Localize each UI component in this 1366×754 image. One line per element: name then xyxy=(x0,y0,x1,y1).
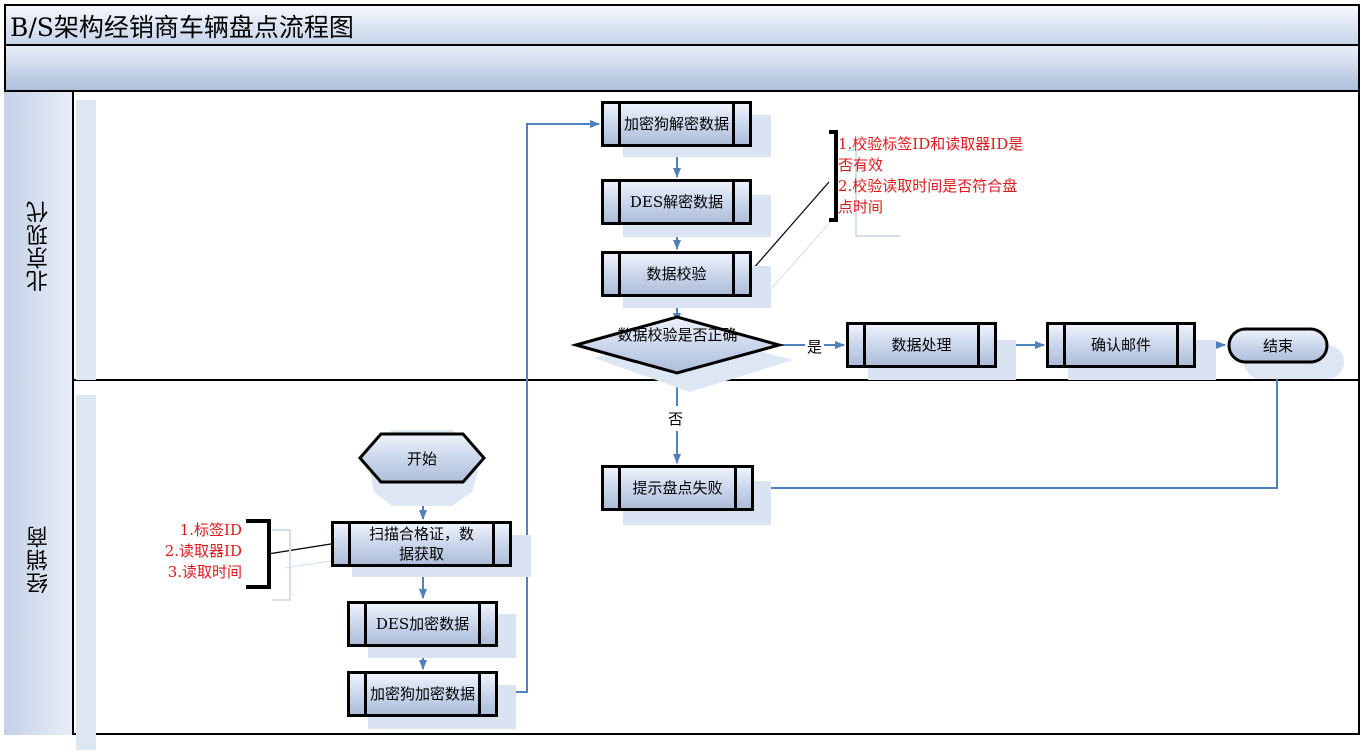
process-verify: 数据校验 xyxy=(601,251,752,297)
page-title: B/S架构经销商车辆盘点流程图 xyxy=(10,13,354,42)
process-data-label: 数据处理 xyxy=(891,336,952,354)
scan-note-line-1: 1.标签ID xyxy=(179,521,242,539)
process-des-decrypt-label: DES解密数据 xyxy=(629,193,724,211)
process-confirm-mail: 确认邮件 xyxy=(1046,322,1196,368)
decision-diamond xyxy=(570,315,785,375)
no-label: 否 xyxy=(668,406,684,431)
lane-shadow-top xyxy=(76,100,96,380)
decision-label: 数据校验是否正确 xyxy=(617,326,738,344)
start-label: 开始 xyxy=(406,450,437,468)
scan-note-bracket xyxy=(246,519,271,589)
process-dongle-decrypt: 加密狗解密数据 xyxy=(601,101,752,147)
process-fail: 提示盘点失败 xyxy=(601,465,754,511)
process-verify-label: 数据校验 xyxy=(646,265,707,283)
process-dongle-encrypt: 加密狗加密数据 xyxy=(347,671,498,717)
lane-label-bottom-bg xyxy=(4,381,74,735)
scan-note-line-2: 2.读取器ID xyxy=(164,542,242,560)
scan-note-line-3: 3.读取时间 xyxy=(167,563,242,581)
verify-note-line-1: 1.校验标签ID和读取器ID是 xyxy=(838,135,1024,153)
process-fail-label: 提示盘点失败 xyxy=(632,479,723,497)
end-label: 结束 xyxy=(1262,337,1293,355)
process-dongle-encrypt-label: 加密狗加密数据 xyxy=(370,685,476,703)
scan-note: 1.标签ID 2.读取器ID 3.读取时间 xyxy=(122,520,242,583)
verify-note: 1.校验标签ID和读取器ID是 否有效 2.校验读取时间是否符合盘 点时间 xyxy=(838,134,1023,218)
end-terminator xyxy=(1227,327,1329,364)
header-band xyxy=(4,46,1360,92)
process-des-encrypt: DES加密数据 xyxy=(347,601,498,647)
title-band xyxy=(4,4,1360,46)
process-des-decrypt: DES解密数据 xyxy=(601,179,752,225)
yes-label: 是 xyxy=(805,336,825,357)
process-data: 数据处理 xyxy=(846,322,997,368)
process-des-encrypt-label: DES加密数据 xyxy=(375,615,470,633)
verify-note-line-4: 点时间 xyxy=(838,198,884,216)
lane-label-top-bg xyxy=(4,92,74,381)
process-confirm-mail-label: 确认邮件 xyxy=(1090,336,1151,354)
leader-scan-note xyxy=(267,542,338,555)
lane-shadow-bottom xyxy=(76,395,96,750)
leader-verify-note xyxy=(751,181,830,271)
start-hexagon xyxy=(358,432,486,484)
process-dongle-decrypt-label: 加密狗解密数据 xyxy=(624,115,730,133)
verify-note-bracket xyxy=(829,130,838,222)
process-scan: 扫描合格证，数据获取 xyxy=(331,521,512,567)
verify-note-line-2: 否有效 xyxy=(838,156,884,174)
process-scan-label: 扫描合格证，数据获取 xyxy=(368,525,474,563)
edge-fail-end xyxy=(755,364,1281,489)
edge-dongleenc-dongledec xyxy=(499,120,600,693)
verify-note-line-3: 2.校验读取时间是否符合盘 xyxy=(838,177,1018,195)
